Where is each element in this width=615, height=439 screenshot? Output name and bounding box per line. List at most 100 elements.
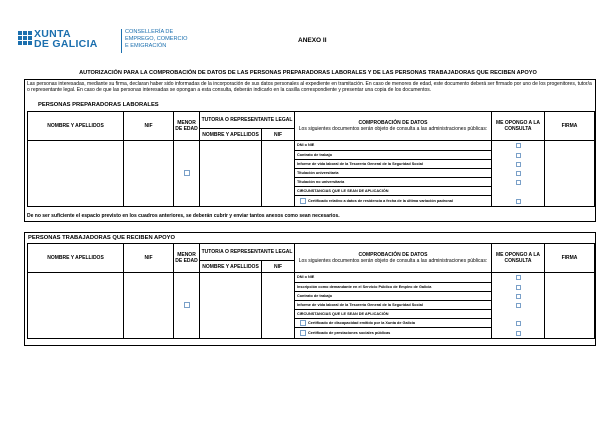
minor-cell (173, 140, 200, 207)
document-item: Certificado de prestaciones sociales púb… (295, 328, 491, 337)
xunta-logo-text: XUNTA DE GALICIA (34, 28, 98, 50)
oppose-checkbox[interactable] (515, 293, 521, 299)
document-item: CIRCUNSTANCIAS QUE LE SEAN DE APLICACIÓN (295, 310, 491, 320)
col-oppose-header: ME OPONGO A LA CONSULTA (491, 111, 545, 141)
oppose-checkbox[interactable] (515, 161, 521, 167)
intro-paragraph: Las personas interesadas, mediante su fi… (27, 81, 592, 94)
document-title: AUTORIZACIÓN PARA LA COMPROBACIÓN DE DAT… (79, 70, 537, 76)
section-2-frame (24, 232, 596, 346)
oppose-spacer (492, 310, 544, 319)
oppose-row (492, 178, 544, 187)
col-sign-header: FIRMA (544, 243, 595, 273)
document-item: Contrato de trabajo (295, 292, 491, 301)
document-item: CIRCUNSTANCIAS QUE LE SEAN DE APLICACIÓN (295, 187, 491, 197)
col-tutor-nif-header: NIF (261, 260, 295, 273)
check-title: COMPROBACIÓN DE DATOS (358, 120, 428, 126)
document-item: Informe de vida laboral de la Tesorería … (295, 160, 491, 169)
dept-line-3: E EMIGRACIÓN (125, 43, 167, 49)
xunta-logo-icon (18, 31, 32, 46)
oppose-checkbox[interactable] (515, 143, 521, 149)
oppose-checkbox[interactable] (515, 275, 521, 281)
section-2-title: PERSONAS TRABAJADORAS QUE RECIBEN APOYO (28, 235, 175, 241)
oppose-row (492, 169, 544, 178)
nif-cell[interactable] (123, 272, 174, 339)
oppose-row (492, 196, 544, 205)
check-title: COMPROBACIÓN DE DATOS (358, 252, 428, 258)
oppose-row (492, 283, 544, 292)
document-item: Titulación universitaria (295, 169, 491, 179)
oppose-row (492, 319, 544, 328)
oppose-checkbox[interactable] (515, 330, 521, 336)
col-minor-header: MENOR DE EDAD (173, 111, 200, 141)
sign-cell[interactable] (544, 272, 595, 339)
col-sign-header: FIRMA (544, 111, 595, 141)
document-item: Informe de vida laboral de la Tesorería … (295, 301, 491, 311)
document-item: DNI o NIE (295, 141, 491, 151)
col-check-header: COMPROBACIÓN DE DATOS Los siguientes doc… (294, 243, 492, 273)
tutor-nif-cell[interactable] (261, 272, 295, 339)
col-name-header: NOMBRE Y APELLIDOS (27, 111, 124, 141)
section-2-table: NOMBRE Y APELLIDOS NIF MENOR DE EDAD TUT… (27, 243, 595, 339)
tutor-name-cell[interactable] (199, 140, 262, 207)
tutor-name-cell[interactable] (199, 272, 262, 339)
col-tutor-name-header: NOMBRE Y APELLIDOS (199, 128, 262, 141)
document-item: Certificado de discapacidad emitido por … (295, 319, 491, 329)
oppose-row (492, 292, 544, 301)
col-tutor-name-header: NOMBRE Y APELLIDOS (199, 260, 262, 273)
name-cell[interactable] (27, 272, 124, 339)
oppose-checkbox[interactable] (515, 152, 521, 158)
oppose-cell (491, 272, 545, 339)
oppose-row (492, 328, 544, 337)
tutor-nif-cell[interactable] (261, 140, 295, 207)
col-tutor-nif-header: NIF (261, 128, 295, 141)
oppose-checkbox[interactable] (515, 284, 521, 290)
col-minor-header: MENOR DE EDAD (173, 243, 200, 273)
col-name-header: NOMBRE Y APELLIDOS (27, 243, 124, 273)
oppose-row (492, 160, 544, 169)
col-check-header: COMPROBACIÓN DE DATOS Los siguientes doc… (294, 111, 492, 141)
sign-cell[interactable] (544, 140, 595, 207)
name-cell[interactable] (27, 140, 124, 207)
nif-cell[interactable] (123, 140, 174, 207)
oppose-checkbox[interactable] (515, 321, 521, 327)
document-item: DNI o NIE (295, 273, 491, 283)
document-item: Inscripción como demandante en el Servic… (295, 283, 491, 292)
oppose-cell (491, 140, 545, 207)
department-name: CONSELLERÍA DE EMPREGO, COMERCIO E EMIGR… (125, 29, 187, 50)
document-header: XUNTA DE GALICIA CONSELLERÍA DE EMPREGO,… (18, 29, 598, 61)
dept-line-1: CONSELLERÍA DE (125, 29, 174, 35)
document-item: Contrato de trabajo (295, 151, 491, 160)
col-nif-header: NIF (123, 111, 174, 141)
minor-checkbox[interactable] (183, 169, 190, 176)
dept-line-2: EMPREGO, COMERCIO (125, 36, 188, 42)
section-1-frame (24, 79, 596, 222)
oppose-checkbox[interactable] (515, 198, 521, 204)
section-1-table: NOMBRE Y APELLIDOS NIF MENOR DE EDAD TUT… (27, 111, 595, 207)
minor-cell (173, 272, 200, 339)
space-note: De no ser suficiente el espacio previsto… (27, 213, 340, 219)
col-nif-header: NIF (123, 243, 174, 273)
logo-line-1: XUNTA (34, 28, 71, 40)
document-item: Titulación no universitaria (295, 178, 491, 188)
col-oppose-header: ME OPONGO A LA CONSULTA (491, 243, 545, 273)
logo-separator (121, 29, 122, 53)
oppose-row (492, 273, 544, 282)
check-subtitle: Los siguientes documentos serán objeto d… (298, 258, 488, 264)
oppose-checkbox[interactable] (515, 180, 521, 186)
annex-label: ANEXO II (298, 37, 327, 44)
oppose-row (492, 141, 544, 150)
minor-checkbox[interactable] (183, 301, 190, 308)
logo-line-2: DE GALICIA (34, 38, 98, 50)
oppose-spacer (492, 187, 544, 196)
oppose-checkbox[interactable] (515, 303, 521, 308)
oppose-row (492, 301, 544, 310)
oppose-row (492, 151, 544, 160)
col-tutor-header: TUTOR/A O REPRESENTANTE LEGAL (199, 111, 295, 129)
oppose-checkbox[interactable] (515, 171, 521, 176)
check-subtitle: Los siguientes documentos serán objeto d… (298, 126, 488, 132)
section-1-title: PERSONAS PREPARADORAS LABORALES (38, 102, 159, 108)
